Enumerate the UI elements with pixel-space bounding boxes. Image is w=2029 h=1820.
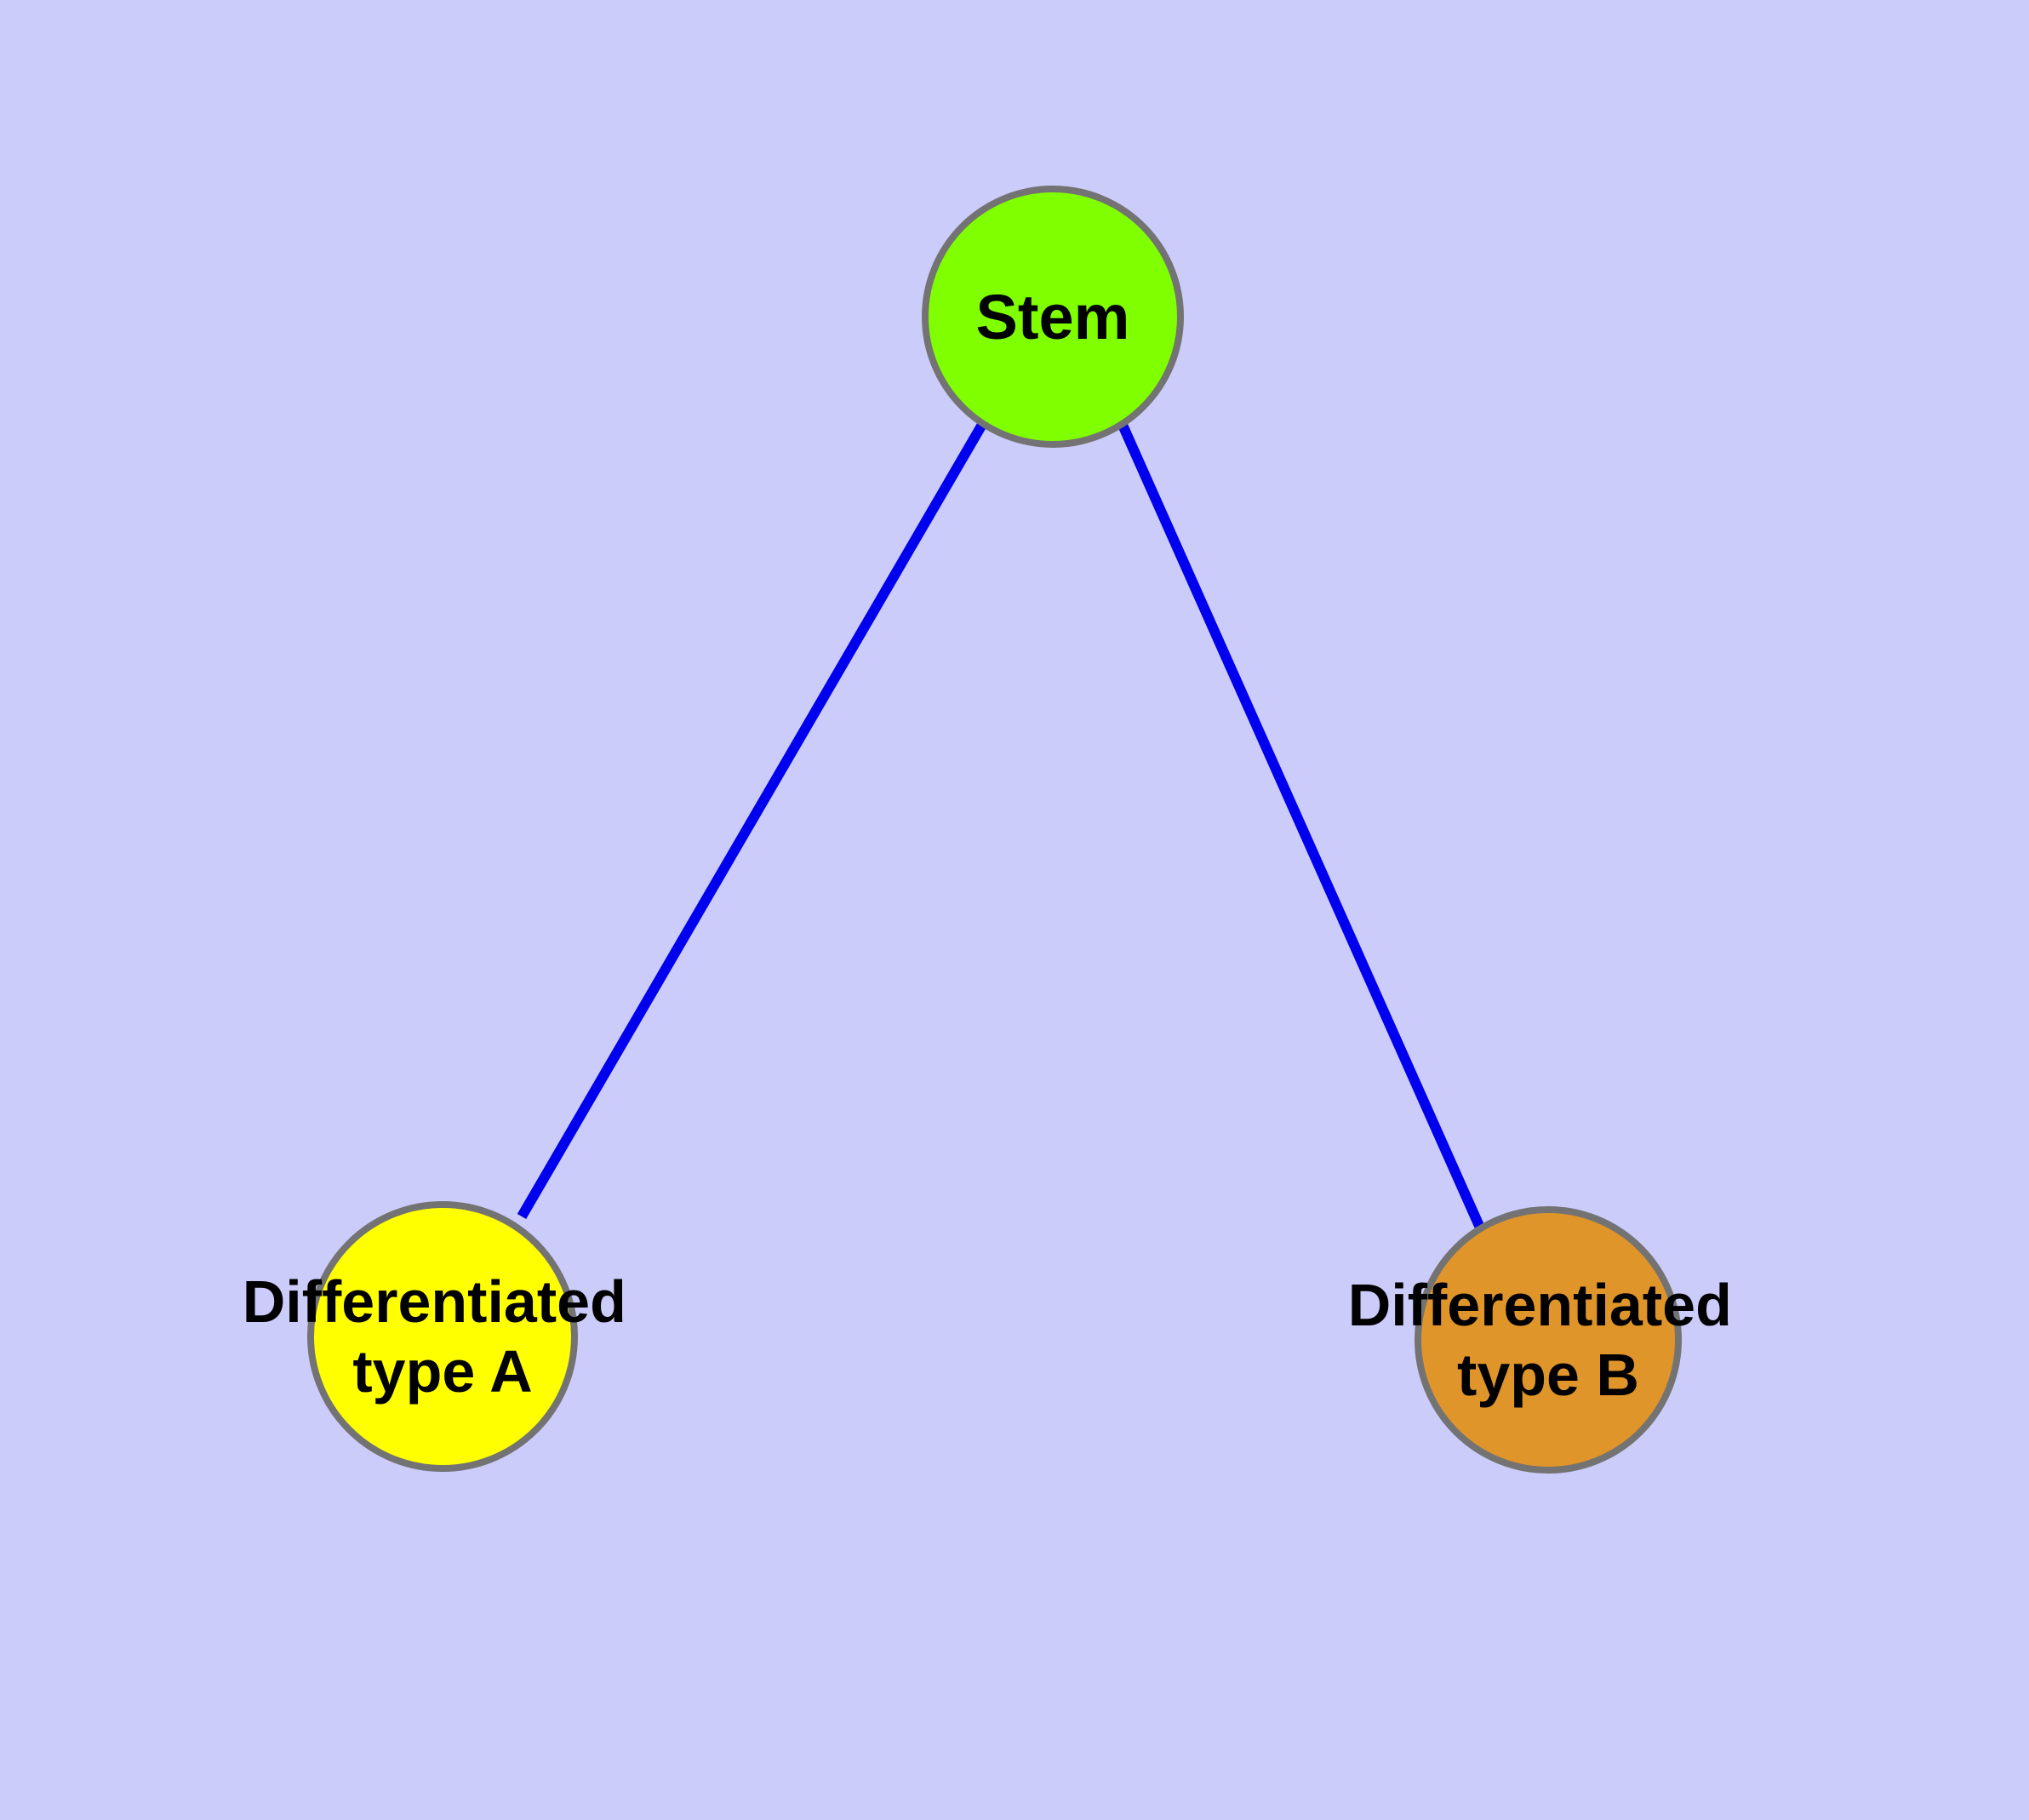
node-diff-b-circle[interactable]: [1415, 1206, 1682, 1474]
node-stem-label: Stem: [976, 282, 1130, 352]
node-diff-a-circle[interactable]: [307, 1201, 578, 1472]
node-diff-b[interactable]: Differentiated type B: [1348, 1206, 1749, 1474]
edge-layer: [517, 420, 1484, 1228]
edge-stem-to-diff-a[interactable]: [517, 420, 988, 1220]
node-layer: Stem Differentiated type A Differentiate…: [243, 186, 1749, 1474]
node-stem-circle[interactable]: [922, 186, 1184, 448]
node-diff-a-label: Differentiated type A: [243, 1268, 643, 1405]
edge-stem-to-diff-b[interactable]: [1117, 421, 1484, 1228]
node-diff-b-label: Differentiated type B: [1348, 1272, 1749, 1408]
node-stem[interactable]: Stem: [922, 186, 1184, 448]
node-diff-a[interactable]: Differentiated type A: [243, 1201, 643, 1472]
